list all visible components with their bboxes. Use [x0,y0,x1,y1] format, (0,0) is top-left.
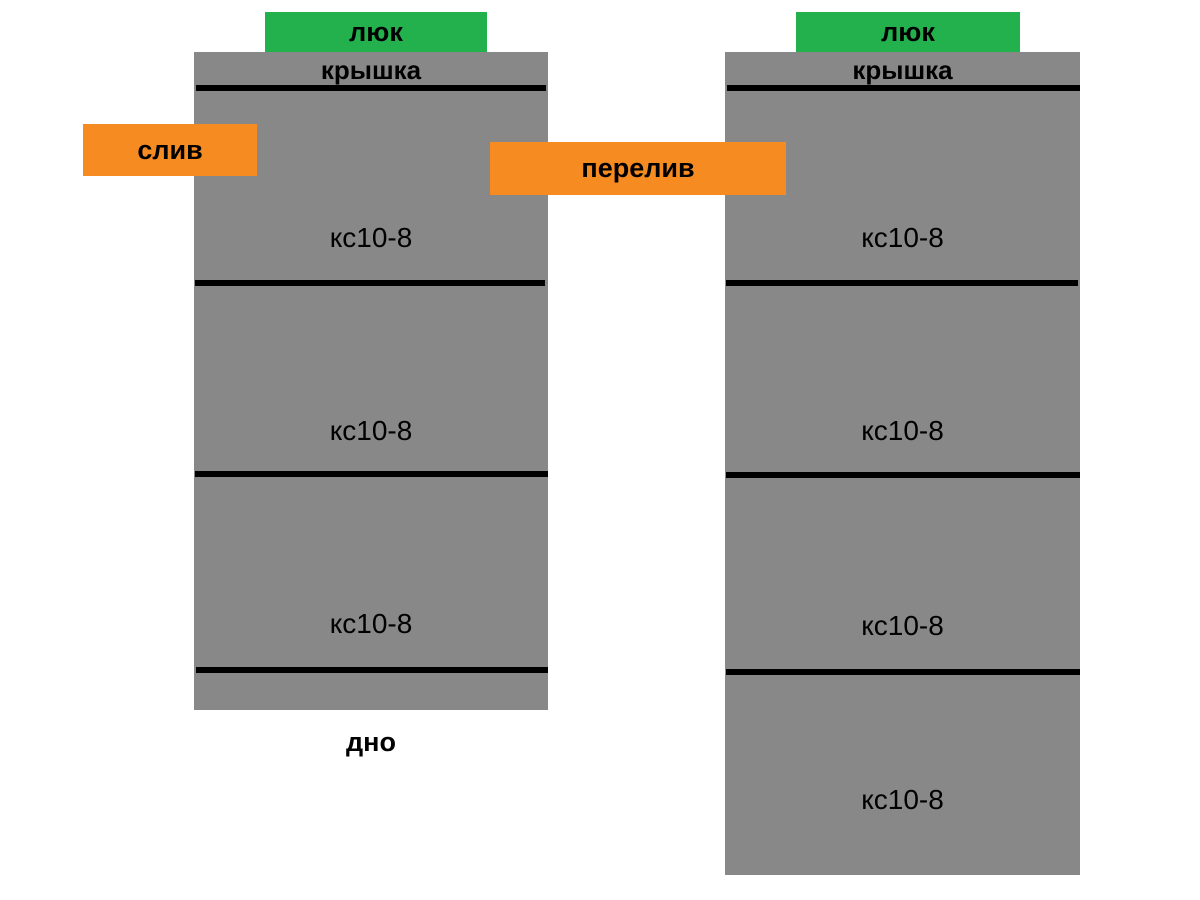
rule-right-lid [727,85,1080,91]
rule-right-2 [726,472,1080,478]
ring-right-2: кс10-8 [725,335,1080,527]
pipe-overflow: перелив [490,142,786,195]
ring-right-1: кс10-8 [725,140,1080,335]
lid-left-label: крышка [320,55,422,85]
hatch-left: люк [265,12,487,53]
ring-left-2: кс10-8 [194,335,548,526]
lid-left: крышка [194,52,548,88]
ring-right-1-label: кс10-8 [861,221,944,253]
bottom-left-label: дно [346,726,396,757]
hatch-right-label: люк [881,17,935,47]
hatch-right: люк [796,12,1020,53]
ring-left-3: кс10-8 [194,526,548,722]
lid-right: крышка [725,52,1080,88]
pipe-drain-label: слив [137,134,203,165]
ring-right-4: кс10-8 [725,724,1080,875]
ring-right-3-label: кс10-8 [861,609,944,641]
lid-right-label: крышка [852,55,953,85]
ring-right-4-label: кс10-8 [861,783,944,815]
ring-right-3: кс10-8 [725,527,1080,724]
rule-left-lid [196,85,546,91]
pipe-drain: слив [83,124,257,176]
rule-left-1 [195,280,545,286]
rule-left-2 [195,471,548,477]
ring-left-1-label: кс10-8 [329,221,413,253]
bottom-left: дно [194,722,548,762]
rule-left-bottom [196,667,548,673]
rule-right-3 [726,669,1080,675]
hatch-left-label: люк [349,17,403,47]
pipe-overflow-label: перелив [581,153,695,183]
rule-right-1 [726,280,1078,286]
ring-left-1: кс10-8 [194,140,548,335]
ring-right-2-label: кс10-8 [861,415,944,446]
ring-left-3-label: кс10-8 [329,608,413,639]
ring-left-2-label: кс10-8 [329,414,413,446]
